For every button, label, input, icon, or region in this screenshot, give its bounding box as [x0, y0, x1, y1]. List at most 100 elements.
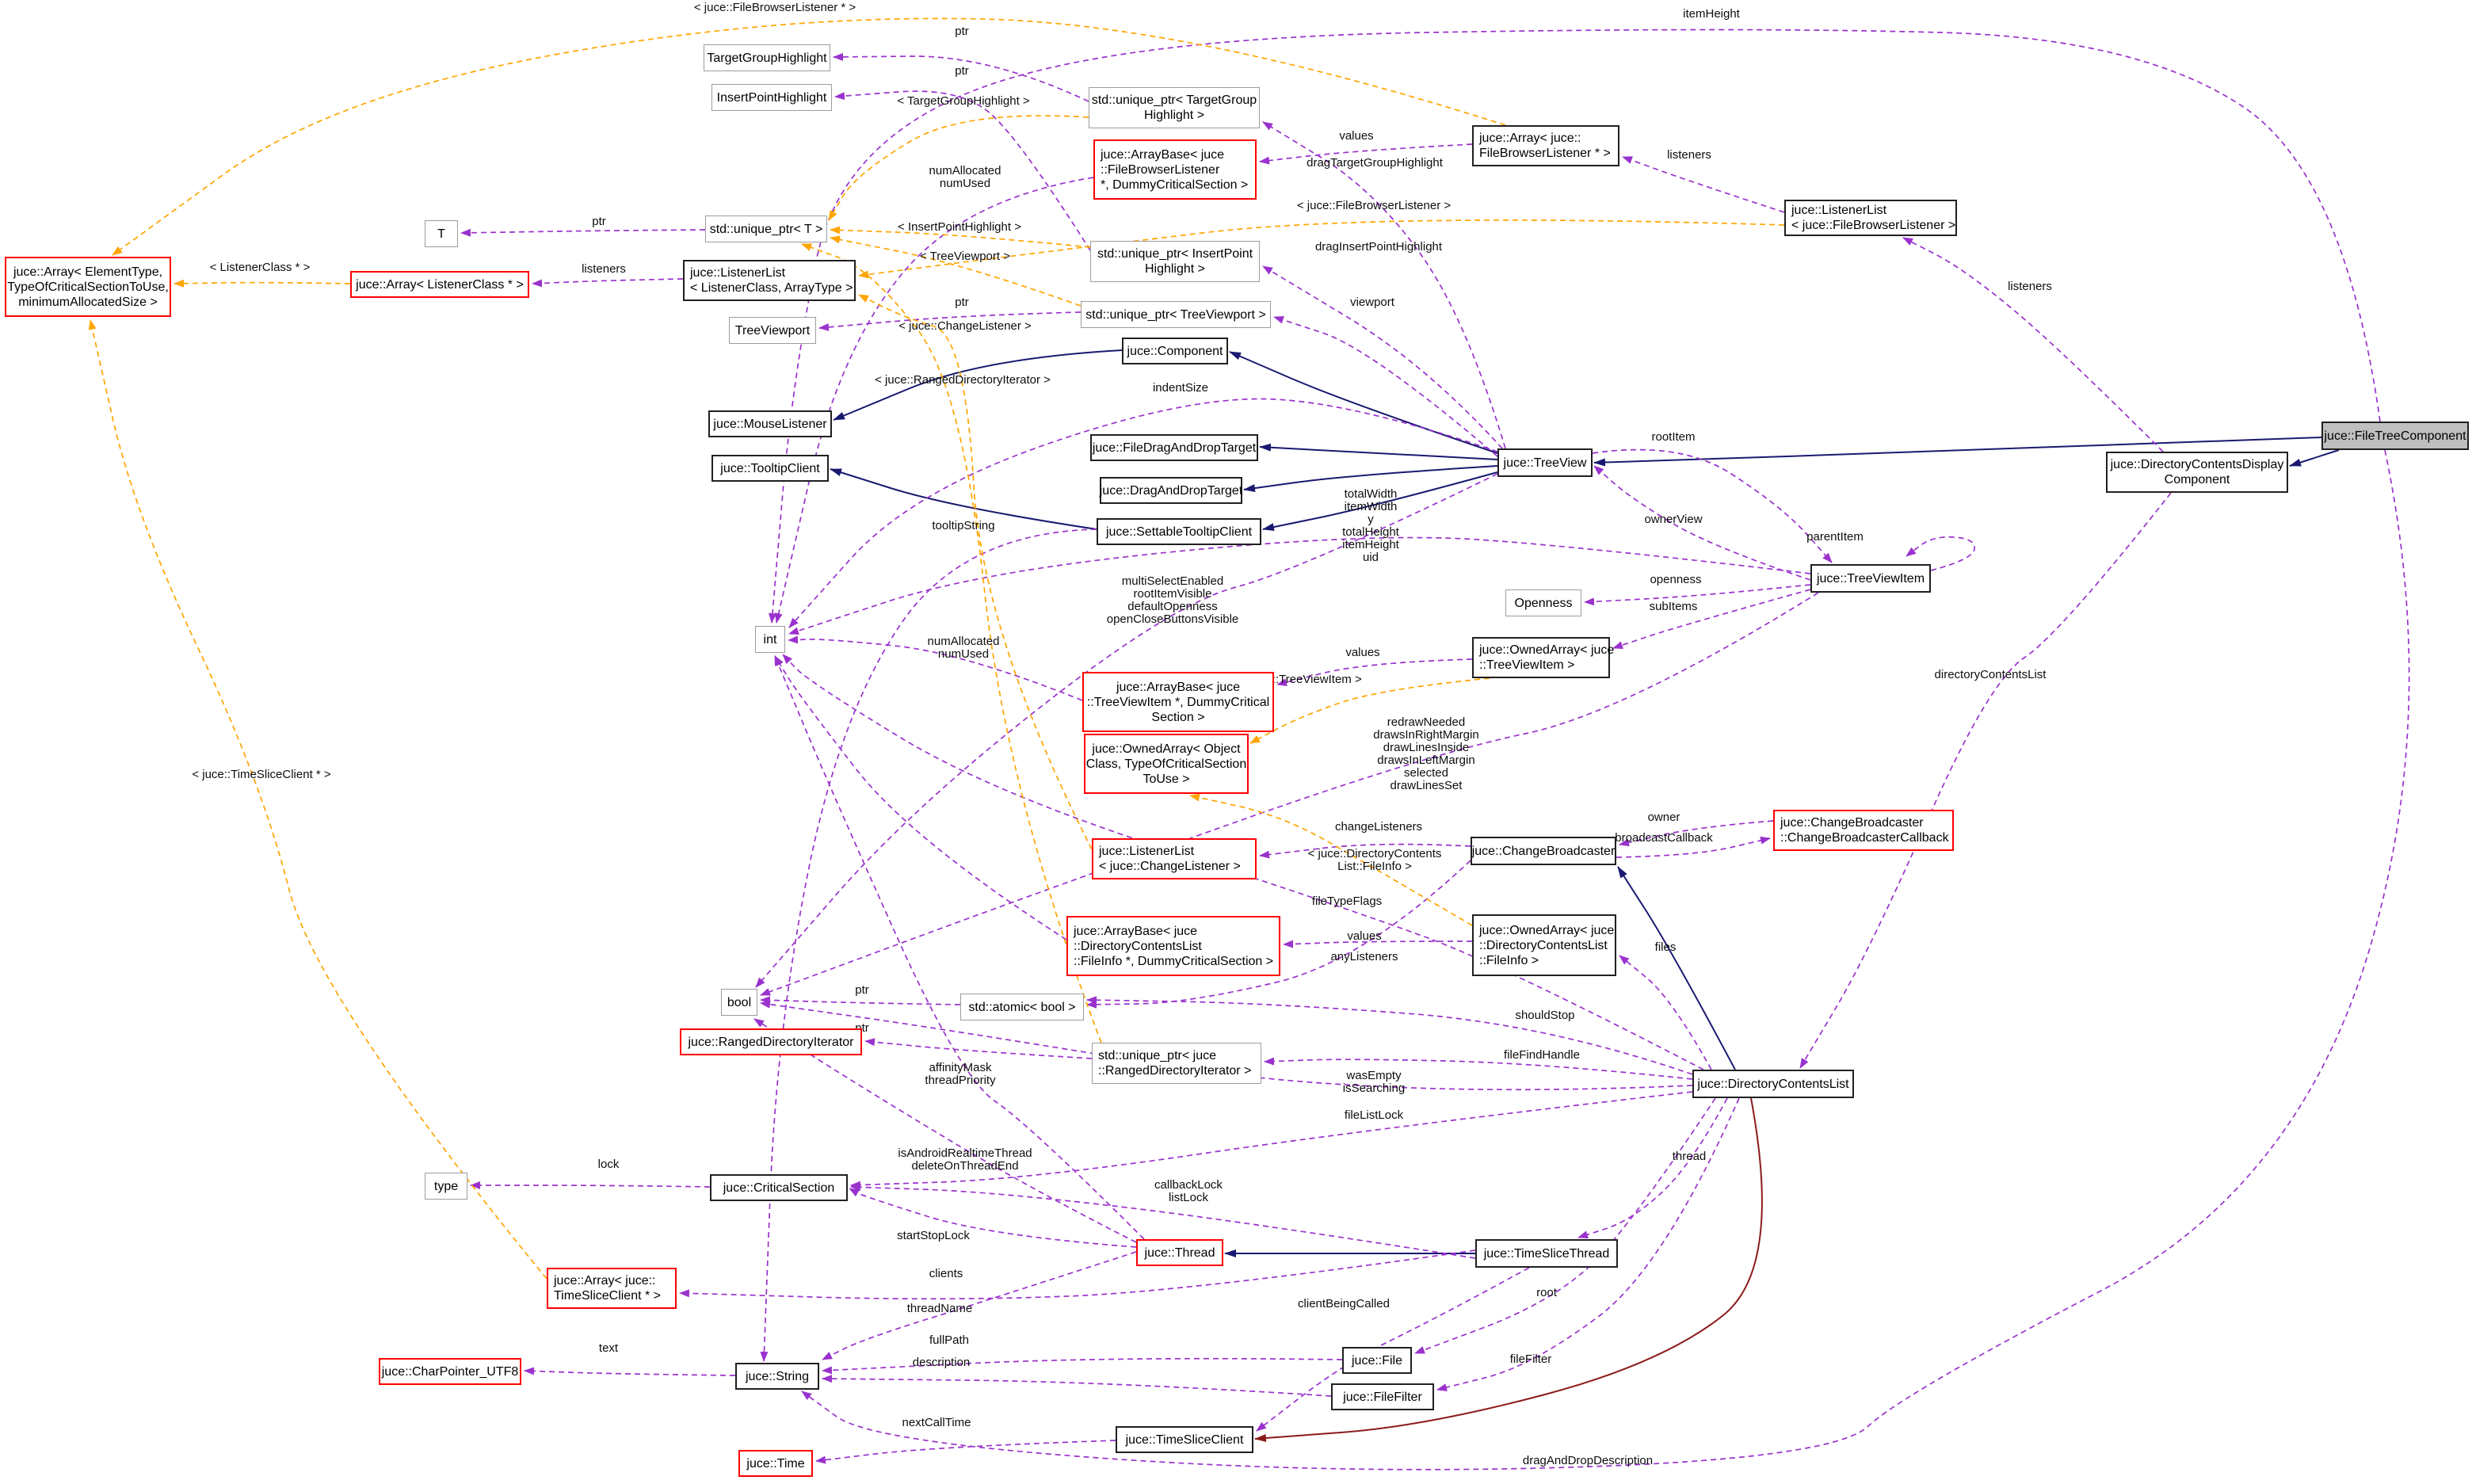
- node-critical-section[interactable]: juce::CriticalSection: [710, 1174, 848, 1201]
- node-change-broadcaster-callback: juce::ChangeBroadcaster ::ChangeBroadcas…: [1773, 810, 1954, 851]
- edge-settable-tooltip-client-to-tooltip-client: [830, 468, 1097, 530]
- edge-directory-contents-list-to-owned-array-file-info: [1619, 955, 1712, 1070]
- node-component[interactable]: juce::Component: [1122, 338, 1228, 364]
- edge-label-values: values: [1347, 929, 1382, 943]
- edge-label-ptr: ptr: [855, 983, 869, 997]
- edge-label-tooltipString: tooltipString: [932, 519, 995, 532]
- edge-array-base-file-browser-listener-to-int: [774, 177, 1094, 624]
- node-listener-list-file-browser-listener[interactable]: juce::ListenerList < juce::FileBrowserLi…: [1784, 200, 1957, 236]
- node-tree-view-item[interactable]: juce::TreeViewItem: [1810, 564, 1931, 593]
- edge-owned-array-tree-view-item-to-array-base-tree-view-item: [1276, 658, 1473, 686]
- edge-owned-array-file-info-to-owned-array-template: [1189, 793, 1473, 926]
- edge-listener-list-change-listener-to-listener-list-template: [858, 294, 1093, 850]
- edge-tree-view-to-tree-view-item: [1592, 448, 1833, 563]
- edge-directory-contents-list-to-critical-section: [850, 1091, 1693, 1189]
- node-file-tree-component[interactable]: juce::FileTreeComponent: [2321, 422, 2469, 450]
- node-int: int: [755, 626, 785, 653]
- edge-label-directoryContentsList: directoryContentsList: [1934, 668, 2047, 681]
- edge-tree-view-to-unique-ptr-target-group-highlight: [1262, 121, 1506, 449]
- node-file[interactable]: juce::File: [1342, 1347, 1412, 1374]
- edge-label-< juce::DirectoryContents: < juce::DirectoryContents List::FileInfo…: [1307, 847, 1442, 873]
- edge-listener-list-template-to-array-listener-class: [532, 278, 684, 288]
- node-time-slice-thread[interactable]: juce::TimeSliceThread: [1475, 1239, 1618, 1268]
- edge-directory-contents-list-to-time-slice-client: [1254, 1097, 1763, 1442]
- node-target-group-highlight: TargetGroupHighlight: [704, 44, 830, 71]
- edge-unique-ptr-target-group-highlight-to-unique-ptr-t: [828, 115, 1089, 221]
- edge-listener-list-file-browser-listener-to-array-file-browser-listener: [1622, 156, 1785, 213]
- edge-unique-ptr-ranged-directory-iterator-to-unique-ptr-t: [801, 243, 1102, 1043]
- edge-tree-view-item-to-openness: [1584, 584, 1811, 606]
- node-owned-array-file-info[interactable]: juce::OwnedArray< juce ::DirectoryConten…: [1472, 914, 1616, 976]
- edge-thread-to-string: [822, 1251, 1137, 1360]
- edge-label-numAllocated: numAllocated numUsed: [929, 164, 1001, 190]
- edge-label-ptr: ptr: [955, 64, 969, 78]
- edge-tree-view-to-file-drag-and-drop-target: [1259, 443, 1498, 460]
- edge-thread-to-bool: [753, 1018, 1137, 1243]
- node-tree-view[interactable]: juce::TreeView: [1497, 448, 1593, 477]
- node-t: T: [425, 220, 458, 247]
- edge-tree-view-item-to-bool: [760, 592, 1819, 996]
- edge-thread-to-critical-section: [849, 1188, 1137, 1248]
- node-listener-list-change-listener: juce::ListenerList < juce::ChangeListene…: [1092, 838, 1257, 879]
- edge-directory-contents-list-to-int: [782, 654, 1704, 1070]
- node-string[interactable]: juce::String: [735, 1363, 819, 1390]
- edge-settable-tooltip-client-to-string: [760, 528, 1097, 1362]
- edge-label-fileListLock: fileListLock: [1344, 1108, 1404, 1122]
- edge-directory-contents-list-to-file: [1414, 1097, 1716, 1354]
- edge-change-broadcaster-to-change-broadcaster-callback: [1616, 836, 1771, 858]
- node-tooltip-client[interactable]: juce::TooltipClient: [711, 455, 829, 482]
- edge-tree-view-to-unique-ptr-tree-viewport: [1273, 315, 1498, 457]
- node-unique-ptr-target-group-highlight: std::unique_ptr< TargetGroup Highlight >: [1089, 87, 1260, 128]
- edge-string-to-char-pointer-utf8: [524, 1367, 736, 1376]
- node-settable-tooltip-client[interactable]: juce::SettableTooltipClient: [1097, 518, 1261, 545]
- node-mouse-listener[interactable]: juce::MouseListener: [708, 410, 832, 437]
- edge-array-base-file-info-to-int: [774, 655, 1067, 940]
- node-ranged-directory-iterator: juce::RangedDirectoryIterator: [680, 1028, 862, 1055]
- edge-tree-view-to-int: [788, 398, 1498, 628]
- edge-label-startStopLock: startStopLock: [897, 1229, 970, 1242]
- node-directory-contents-display-component[interactable]: juce::DirectoryContentsDisplay Component: [2106, 452, 2288, 493]
- edge-label-< ListenerClass * >: < ListenerClass * >: [209, 261, 311, 274]
- edge-time-slice-thread-to-critical-section: [850, 1183, 1476, 1259]
- node-array-element-type: juce::Array< ElementType, TypeOfCritical…: [5, 257, 171, 317]
- node-bool: bool: [721, 989, 757, 1016]
- edge-label-nextCallTime: nextCallTime: [902, 1416, 971, 1429]
- node-unique-ptr-ranged-directory-iterator: std::unique_ptr< juce ::RangedDirectoryI…: [1092, 1043, 1261, 1084]
- node-array-time-slice-client: juce::Array< juce:: TimeSliceClient * >: [547, 1268, 677, 1309]
- node-drag-and-drop-target[interactable]: juce::DragAndDropTarget: [1100, 477, 1242, 504]
- node-change-broadcaster[interactable]: juce::ChangeBroadcaster: [1471, 837, 1616, 865]
- edge-label-changeListeners: changeListeners: [1334, 820, 1423, 834]
- edge-tree-view-item-to-tree-view: [1593, 465, 1811, 581]
- node-thread: juce::Thread: [1136, 1239, 1223, 1266]
- node-time-slice-client[interactable]: juce::TimeSliceClient: [1116, 1426, 1253, 1453]
- edge-label-parentItem: parentItem: [1806, 530, 1864, 544]
- edge-array-file-browser-listener-to-array-base-file-browser-listener: [1259, 143, 1473, 165]
- edge-label-totalWidth: totalWidth itemWidth y totalHeight itemH…: [1342, 487, 1399, 564]
- node-listener-list-template[interactable]: juce::ListenerList < ListenerClass, Arra…: [683, 260, 856, 301]
- edge-tree-view-to-unique-ptr-insert-point-highlight: [1262, 265, 1503, 449]
- edge-label-text: text: [598, 1341, 619, 1355]
- edge-directory-contents-display-component-to-directory-contents-list: [1799, 492, 2172, 1069]
- edge-directory-contents-list-to-atomic-bool: [1086, 996, 1693, 1075]
- edge-label-affinityMask: affinityMask threadPriority: [925, 1061, 996, 1087]
- node-array-base-tree-view-item: juce::ArrayBase< juce ::TreeViewItem *, …: [1082, 672, 1274, 732]
- edge-label-ptr: ptr: [955, 296, 969, 309]
- edge-label-dragTargetGroupHighlight: dragTargetGroupHighlight: [1307, 156, 1443, 170]
- node-openness: Openness: [1505, 589, 1581, 616]
- node-owned-array-tree-view-item[interactable]: juce::OwnedArray< juce ::TreeViewItem >: [1472, 637, 1614, 678]
- edge-tree-view-item-to-tree-view-item: [1906, 536, 1975, 571]
- node-unique-ptr-tree-viewport: std::unique_ptr< TreeViewport >: [1081, 301, 1271, 328]
- edge-label-openness: openness: [1650, 573, 1702, 586]
- node-file-filter[interactable]: juce::FileFilter: [1331, 1383, 1434, 1410]
- edge-label-fileTypeFlags: fileTypeFlags: [1311, 895, 1383, 908]
- edge-label-files: files: [1654, 940, 1677, 954]
- node-directory-contents-list[interactable]: juce::DirectoryContentsList: [1692, 1070, 1854, 1098]
- edge-tree-view-to-settable-tooltip-client: [1262, 471, 1498, 532]
- node-file-drag-and-drop-target[interactable]: juce::FileDragAndDropTarget: [1090, 434, 1258, 461]
- node-time: juce::Time: [738, 1450, 813, 1477]
- edge-listener-list-file-browser-listener-to-listener-list-template: [858, 219, 1785, 279]
- edge-label-owner: owner: [1647, 811, 1680, 824]
- node-array-file-browser-listener[interactable]: juce::Array< juce:: FileBrowserListener …: [1472, 125, 1619, 166]
- edge-label-wasEmpty: wasEmpty isSearching: [1342, 1069, 1406, 1095]
- edge-label-redrawNeeded: redrawNeeded drawsInRightMargin drawLine…: [1373, 715, 1479, 792]
